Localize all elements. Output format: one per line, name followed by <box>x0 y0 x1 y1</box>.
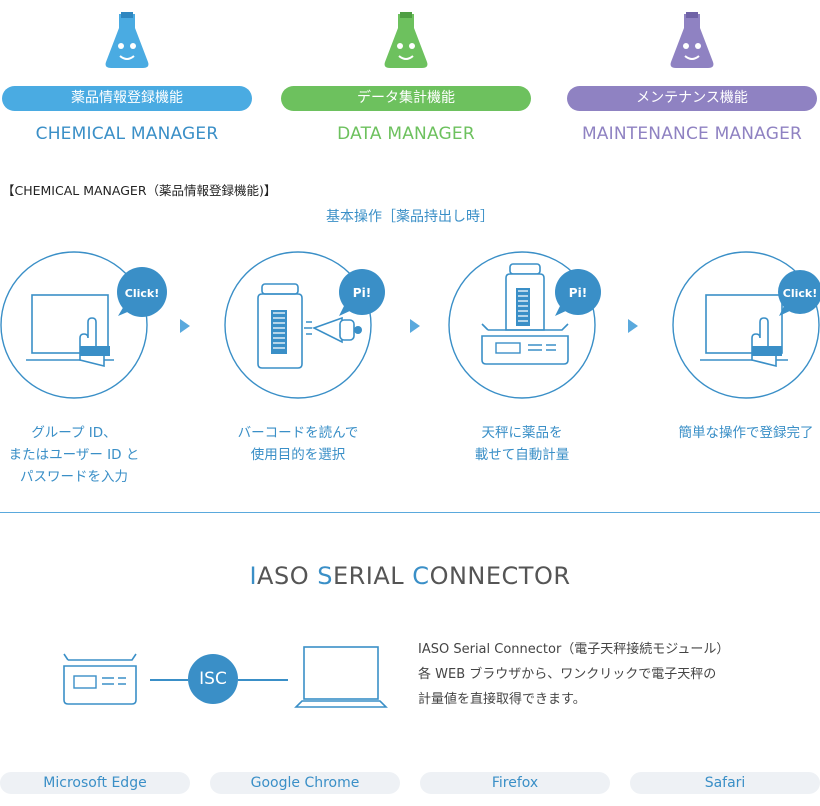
connector-line <box>150 679 188 681</box>
step-weigh: Pi! <box>448 250 601 400</box>
step-label-line: パスワードを入力 <box>20 469 128 485</box>
isc-title-part: ONNECTOR <box>429 562 571 590</box>
step-arrow-icon <box>180 319 190 333</box>
module-title: DATA MANAGER <box>337 124 475 144</box>
step-badge: Click! <box>783 287 817 300</box>
balance-bottle-icon: Pi! <box>448 251 601 399</box>
isc-badge: ISC <box>188 654 238 704</box>
browser-pill-safari[interactable]: Safari <box>630 772 820 794</box>
module-pill[interactable]: 薬品情報登録機能 <box>2 86 252 111</box>
step-label: バーコードを読んで 使用目的を選択 <box>198 422 398 466</box>
isc-title-letter: C <box>412 562 430 590</box>
isc-description-line: IASO Serial Connector（電子天秤接続モジュール） <box>418 642 730 657</box>
step-login: Click! <box>0 250 167 400</box>
step-label-line: 使用目的を選択 <box>250 447 346 463</box>
step-label: グループ ID、 またはユーザー ID と パスワードを入力 <box>0 422 174 488</box>
section-heading: 【CHEMICAL MANAGER（薬品情報登録機能)】 <box>2 183 277 198</box>
step-label-line: 天秤に薬品を <box>481 425 563 441</box>
browser-pill-edge[interactable]: Microsoft Edge <box>0 772 190 794</box>
step-complete: Click! <box>672 250 820 400</box>
step-label-line: 載せて自動計量 <box>474 447 570 463</box>
browser-pill-firefox[interactable]: Firefox <box>420 772 610 794</box>
step-label: 簡単な操作で登録完了 <box>646 422 820 444</box>
module-pill[interactable]: データ集計機能 <box>281 86 531 111</box>
isc-title-letter: S <box>317 562 333 590</box>
computer-touch-icon: Click! <box>672 251 820 399</box>
module-chemical-manager: 薬品情報登録機能 CHEMICAL MANAGER <box>2 0 252 150</box>
isc-title-part: ASO <box>257 562 318 590</box>
isc-title-letter: I <box>249 562 258 590</box>
section-divider <box>0 512 820 513</box>
step-label-line: グループ ID、 <box>31 425 117 441</box>
isc-description-line: 計量値を直接取得できます。 <box>418 692 586 707</box>
module-maintenance-manager: メンテナンス機能 MAINTENANCE MANAGER <box>567 0 817 150</box>
connector-line <box>238 679 288 681</box>
basic-operation-label: 基本操作［薬品持出し時］ <box>326 209 494 225</box>
step-label-line: バーコードを読んで <box>237 425 359 441</box>
flask-mascot-icon <box>105 12 149 68</box>
barcode-scan-icon: Pi! <box>224 251 385 399</box>
isc-title-part: ERIAL <box>332 562 413 590</box>
step-badge: Pi! <box>353 286 371 300</box>
flask-mascot-icon <box>670 12 714 68</box>
module-data-manager: データ集計機能 DATA MANAGER <box>281 0 531 150</box>
module-title: CHEMICAL MANAGER <box>35 124 219 144</box>
isc-description: IASO Serial Connector（電子天秤接続モジュール） 各 WEB… <box>418 637 729 712</box>
step-arrow-icon <box>410 319 420 333</box>
isc-description-line: 各 WEB ブラウザから、ワンクリックで電子天秤の <box>418 667 717 682</box>
step-arrow-icon <box>628 319 638 333</box>
browser-pill-chrome[interactable]: Google Chrome <box>210 772 400 794</box>
step-label-line: またはユーザー ID と <box>8 447 140 463</box>
step-label-line: 簡単な操作で登録完了 <box>678 425 814 441</box>
step-badge: Pi! <box>569 286 587 300</box>
isc-title: IASO SERIAL CONNECTOR <box>0 562 820 590</box>
step-badge: Click! <box>125 287 159 300</box>
module-title: MAINTENANCE MANAGER <box>581 124 803 144</box>
step-label: 天秤に薬品を 載せて自動計量 <box>422 422 622 466</box>
computer-touch-icon: Click! <box>0 251 167 399</box>
flask-mascot-icon <box>384 12 428 68</box>
laptop-icon <box>294 646 388 708</box>
module-pill[interactable]: メンテナンス機能 <box>567 86 817 111</box>
balance-icon <box>63 653 137 705</box>
step-scan-barcode: Pi! <box>224 250 385 400</box>
